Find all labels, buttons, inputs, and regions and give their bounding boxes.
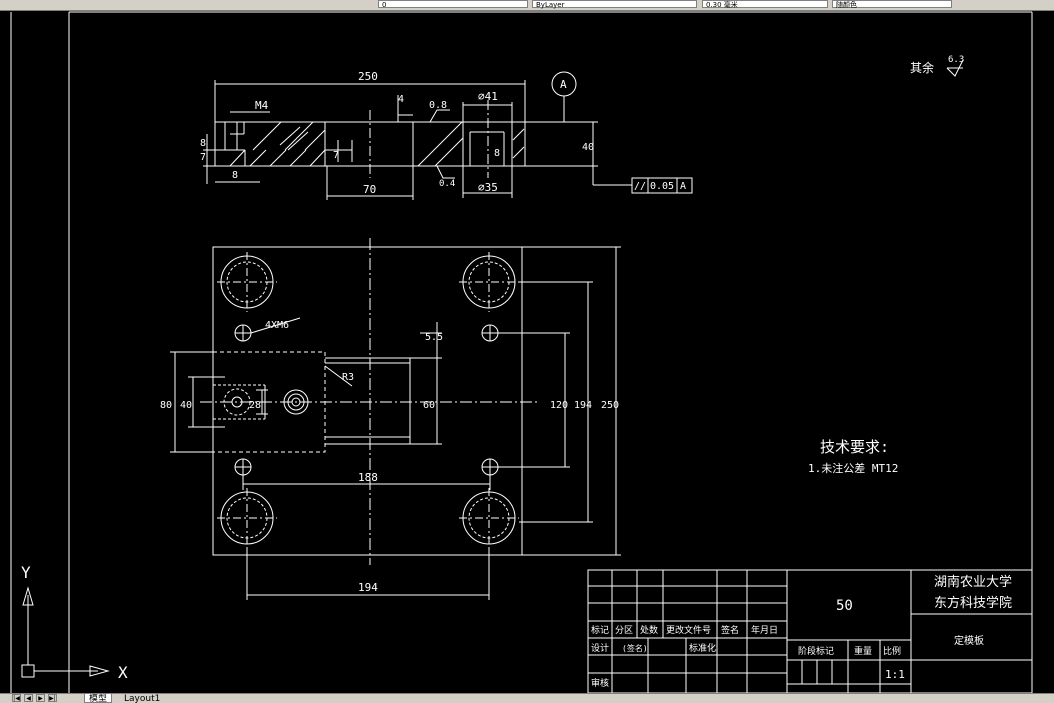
bore-lower-diameter-label: ⌀35 — [478, 181, 498, 194]
header-mark: 标记 — [591, 624, 609, 636]
roughness-top-label: 0.8 — [429, 100, 447, 111]
signature-label: (签名) — [622, 643, 648, 653]
bottom-dim-8: 8 — [232, 170, 238, 181]
tolerance-symbol: // — [634, 181, 646, 192]
slot-dim-7: 7 — [333, 150, 339, 161]
holes-callout: 4XM6 — [265, 320, 289, 331]
dim-80: 80 — [160, 400, 172, 411]
title-block — [587, 569, 1033, 693]
ucs-x-label: X — [118, 663, 128, 682]
school-line-2: 东方科技学院 — [934, 595, 1012, 611]
notes-line-1: 1.未注公差 MT12 — [808, 461, 898, 475]
thread-label: M4 — [255, 99, 269, 112]
next-tab-button[interactable]: ▶ — [36, 694, 45, 702]
radius-label: R3 — [342, 372, 354, 383]
scale-value: 1:1 — [885, 668, 905, 681]
header-count: 处数 — [640, 624, 658, 636]
dim-194-horizontal: 194 — [358, 581, 378, 594]
dim-28: 28 — [249, 400, 261, 411]
scale-label: 比例 — [883, 645, 901, 657]
properties-toolbar: 0 ByLayer 0.30 毫米 随颜色 — [0, 0, 1054, 11]
standard-label: 标准化 — [689, 642, 716, 654]
dim-5-5: 5.5 — [425, 332, 443, 343]
ucs-y-label: Y — [21, 563, 31, 582]
title-block-headers: 标记 分区 处数 更改文件号 签名 年月日 — [591, 624, 778, 636]
surface-note-value: 6.3 — [948, 55, 964, 65]
header-signature: 签名 — [721, 624, 739, 636]
counterbore-depth-label: 4 — [398, 94, 404, 105]
plan-view — [170, 238, 621, 600]
dim-120: 120 — [550, 400, 568, 411]
drawing-canvas[interactable]: 其余 6.3 A 250 M4 ⌀41 ⌀35 4 0.8 0.4 7 8 8 … — [0, 10, 1054, 693]
roughness-bottom-label: 0.4 — [439, 179, 455, 189]
first-tab-button[interactable]: |◀ — [12, 694, 21, 702]
ucs-icon — [21, 586, 110, 678]
left-dim-7: 7 — [200, 152, 206, 163]
tolerance-value: 0.05 — [650, 181, 674, 192]
part-name: 定模板 — [954, 634, 984, 647]
thickness-label: 40 — [582, 142, 594, 153]
dim-250-vertical: 250 — [601, 400, 619, 411]
dim-40: 40 — [180, 400, 192, 411]
dim-194-vertical: 194 — [574, 400, 592, 411]
left-dim-8: 8 — [200, 138, 206, 149]
header-date: 年月日 — [751, 624, 778, 636]
review-label: 审核 — [591, 677, 609, 689]
dim-60: 60 — [423, 400, 435, 411]
linetype-dropdown[interactable]: ByLayer — [532, 0, 697, 9]
header-change-doc: 更改文件号 — [666, 624, 711, 636]
design-label: 设计 — [591, 642, 609, 654]
notes-title: 技术要求: — [820, 438, 889, 456]
front-section-view — [203, 71, 693, 200]
slot-length-label: 70 — [363, 183, 376, 196]
prev-tab-button[interactable]: ◀ — [24, 694, 33, 702]
weight-label: 重量 — [854, 645, 872, 657]
tab-layout1[interactable]: Layout1 — [124, 694, 161, 703]
tolerance-datum: A — [680, 181, 686, 192]
dim-overall-length: 250 — [358, 70, 378, 83]
lineweight-dropdown[interactable]: 0.30 毫米 — [702, 0, 828, 9]
surface-note-label: 其余 — [910, 60, 934, 75]
stage-label: 阶段标记 — [798, 645, 834, 657]
layer-dropdown[interactable]: 0 — [378, 0, 528, 9]
part-number: 50 — [836, 598, 853, 614]
bore-depth-label: 8 — [494, 148, 500, 159]
roughness-symbol — [946, 59, 964, 77]
datum-a-label: A — [560, 78, 567, 91]
bore-diameter-label: ⌀41 — [478, 90, 498, 103]
last-tab-button[interactable]: ▶| — [48, 694, 57, 702]
header-zone: 分区 — [615, 625, 633, 636]
plotstyle-dropdown[interactable]: 随颜色 — [832, 0, 952, 9]
dim-188: 188 — [358, 471, 378, 484]
school-line-1: 湖南农业大学 — [934, 574, 1012, 590]
